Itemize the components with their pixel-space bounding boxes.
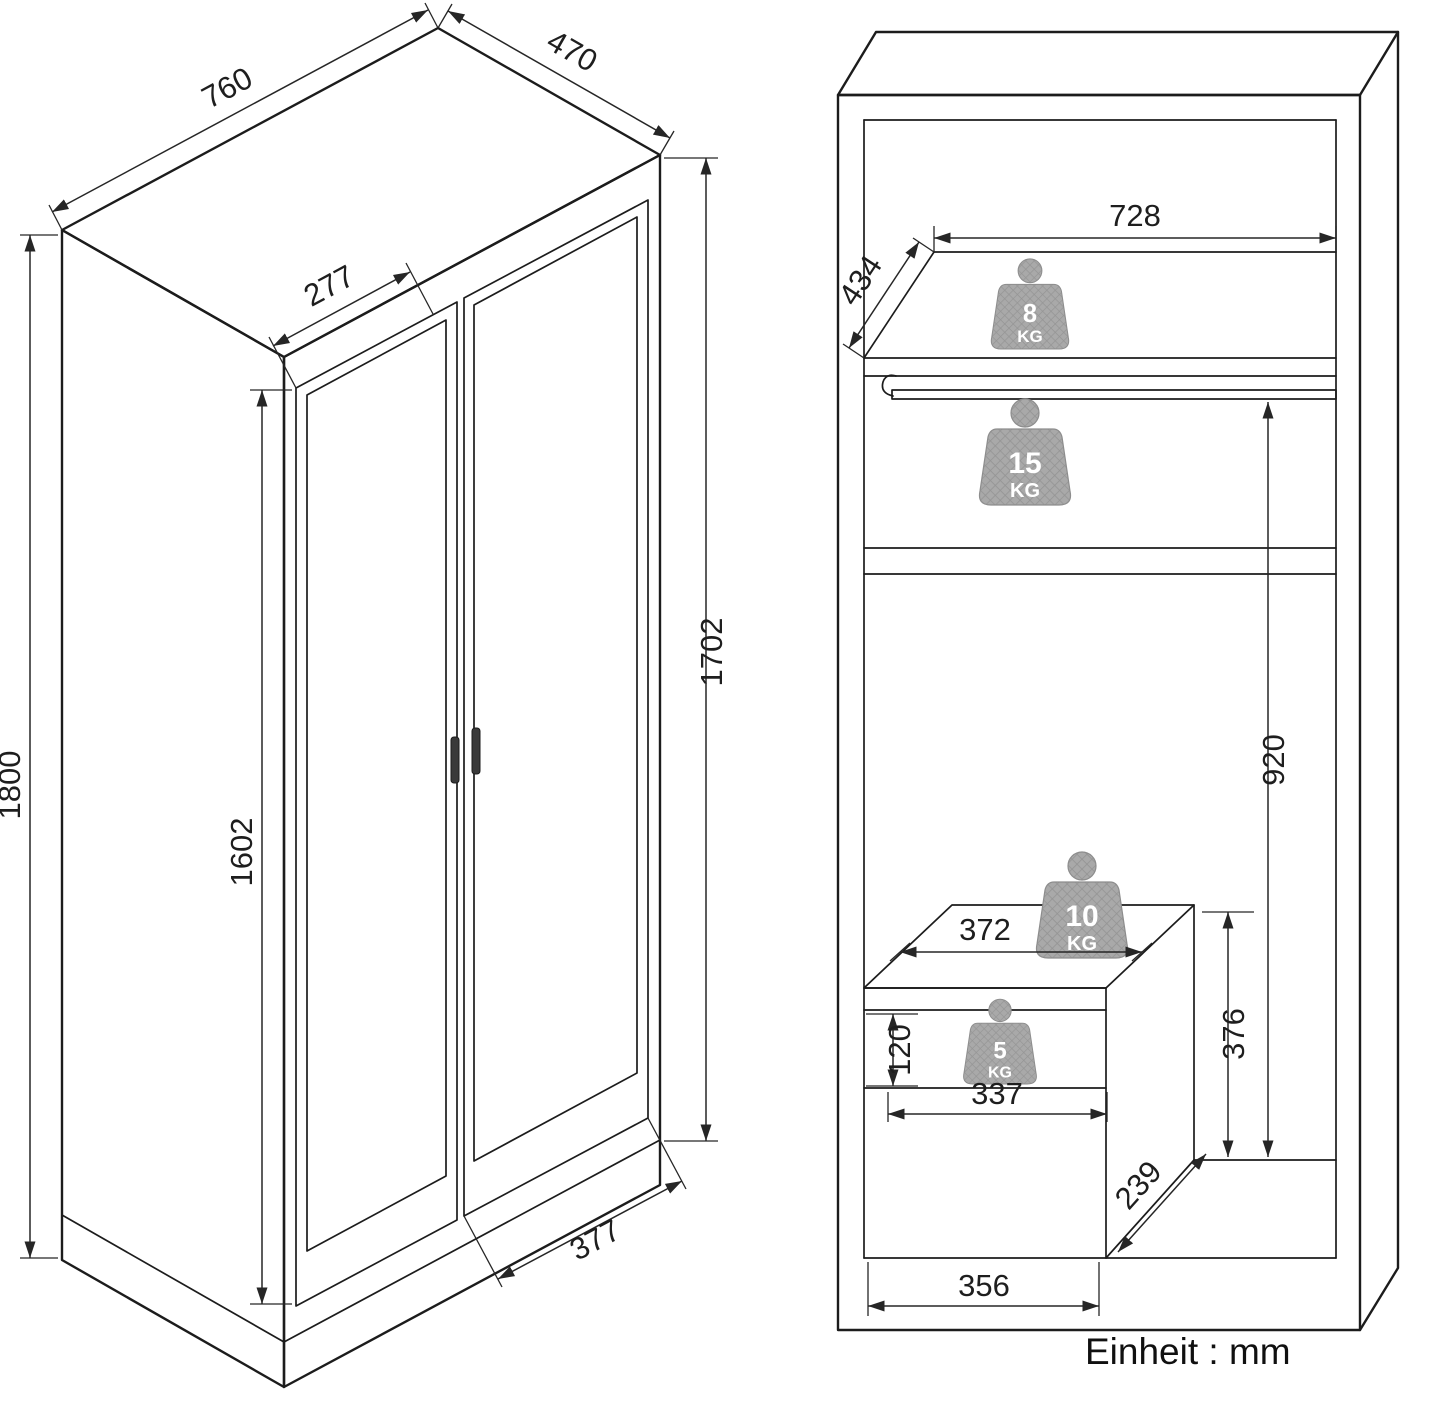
svg-text:KG: KG [1017,327,1043,346]
dim-top-depth: 470 [437,3,675,156]
back-panel-edge [863,547,1337,575]
dim-drawer-opening-width: 337 [887,1076,1108,1122]
dim-label-right-door-width: 377 [564,1212,626,1267]
left-door-panel [306,319,447,1252]
svg-text:KG: KG [988,1065,1012,1082]
wardrobe-top-face [60,26,662,359]
dim-label-drawer-height: 120 [882,1024,917,1076]
dim-label-bottom-compartment-width: 356 [958,1268,1010,1303]
dim-top-shelf-width: 728 [933,198,1337,252]
closed-wardrobe-drawing: 760 470 277 1800 1602 [0,2,729,1389]
drawer-unit-top-face [863,904,1195,989]
dim-label-left-door-width: 277 [298,258,360,313]
dim-front-height: 1702 [664,157,729,1142]
svg-text:KG: KG [1010,480,1040,502]
weight-icon-10kg: 10 KG [1035,851,1129,959]
dim-label-total-height: 1800 [0,751,27,820]
dim-label-door-height: 1602 [224,818,259,887]
dim-bottom-compartment-width: 356 [867,1262,1100,1316]
plinth-line-front [283,1139,661,1343]
dim-label-right-compartment-height: 376 [1216,1008,1251,1060]
weight-icon-15kg: 15 KG [978,398,1072,506]
svg-text:15: 15 [1008,447,1041,480]
dim-total-height: 1800 [0,234,58,1259]
left-door-handle [450,736,460,784]
svg-text:5: 5 [993,1037,1006,1064]
right-door-panel [473,216,638,1162]
weight-icon-8kg: 8 KG [990,258,1070,350]
dim-top-shelf-depth: 434 [831,237,935,359]
svg-text:10: 10 [1065,900,1098,933]
plinth-line-side [61,1214,285,1343]
clothes-rail [881,374,1337,400]
dim-top-width: 760 [48,2,439,231]
dim-bottom-compartment-depth: 239 [1108,1153,1207,1253]
dim-label-drawer-opening-width: 337 [971,1076,1023,1111]
right-door [463,199,649,1217]
dim-right-compartment-height: 376 [1202,911,1254,1157]
cabinet-front-frame [836,93,1362,1332]
right-door-handle [471,727,481,775]
units-note: Einheit : mm [1085,1331,1291,1372]
dim-cabinet-top-width: 372 [889,912,1153,962]
dim-door-height: 1602 [224,389,292,1305]
left-door [295,301,458,1307]
rail-hook [881,374,897,397]
dim-label-top-shelf-width: 728 [1109,198,1161,233]
dim-hanging-space-height: 920 [1256,402,1291,1157]
dim-label-hanging-space-height: 920 [1256,734,1291,786]
wardrobe-side-face [60,228,286,1389]
open-wardrobe-drawing: 8 KG 15 KG 10 KG 5 KG 434 [831,30,1400,1332]
dim-drawer-height: 120 [866,1013,918,1087]
dim-label-top-depth: 470 [541,23,603,79]
dim-label-top-shelf-depth: 434 [831,249,889,311]
dim-label-front-height: 1702 [694,618,729,687]
cabinet-right-side [1358,30,1400,1332]
dim-left-door-width: 277 [268,258,434,389]
dim-label-cabinet-top-width: 372 [959,912,1011,947]
cabinet-top-face [836,30,1400,97]
top-shelf [863,251,1337,377]
svg-text:8: 8 [1023,300,1037,328]
weight-icon-5kg: 5 KG [963,998,1037,1085]
